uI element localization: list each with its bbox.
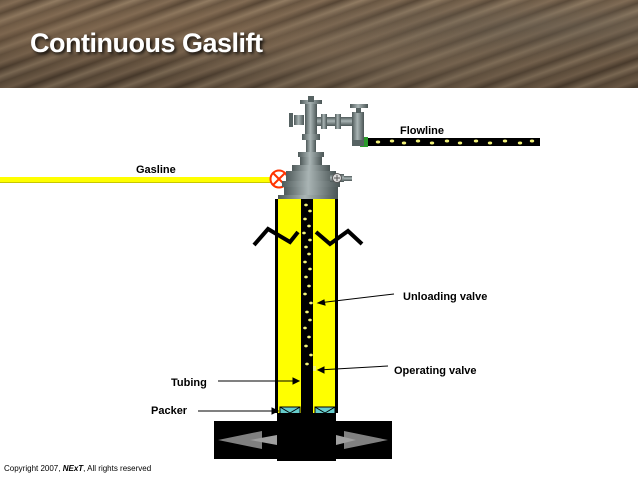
title-banner-shade [0, 0, 638, 88]
title-banner [0, 0, 638, 88]
flowline-label: Flowline [400, 125, 444, 137]
copyright-notice: Copyright 2007, NExT, All rights reserve… [4, 464, 151, 473]
copyright-suffix: , All rights reserved [83, 464, 152, 473]
flowline-pipe [360, 137, 540, 147]
gasline-pipe [0, 177, 274, 183]
operating-valve-label: Operating valve [394, 365, 477, 377]
gas-bubbles [302, 203, 313, 366]
perforation-zone [214, 413, 392, 461]
leader-lines [198, 293, 395, 415]
slide-title: Continuous Gaslift [30, 28, 263, 58]
gasline-label: Gasline [136, 164, 176, 176]
operating-valve-icon [313, 366, 316, 371]
production-tubing [301, 199, 313, 461]
depth-break-lines [252, 226, 364, 247]
unloading-valve-label: Unloading valve [403, 291, 488, 303]
packer-label: Packer [151, 405, 188, 417]
wellhead-icon [278, 96, 368, 199]
company-logo: NExT [62, 464, 84, 473]
copyright-prefix: Copyright 2007, [4, 464, 63, 473]
tubing-label: Tubing [171, 377, 207, 389]
